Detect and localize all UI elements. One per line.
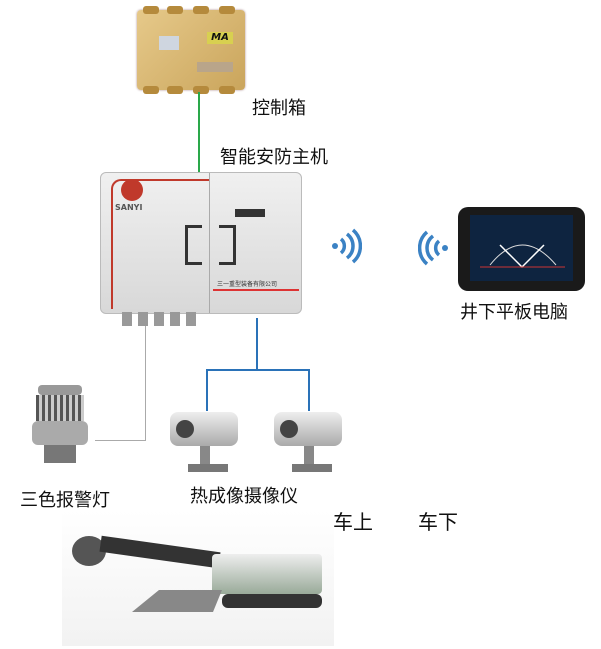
tablet-label: 井下平板电脑: [460, 302, 568, 323]
wifi-receive-icon: [418, 230, 448, 266]
alarm-lamp-label: 三色报警灯: [20, 490, 110, 511]
company-name: 三一重型装备有限公司: [217, 281, 278, 288]
ma-mark: MA: [207, 32, 233, 44]
host-label: 智能安防主机: [220, 147, 328, 168]
tablet-image: [458, 207, 585, 291]
control-box-label: 控制箱: [252, 98, 306, 119]
lamp-connector: [145, 326, 146, 440]
wifi-signal-icon: [332, 228, 362, 264]
camera-label: 热成像摄像仪: [190, 486, 298, 507]
roadheader-machine-image: [62, 510, 334, 646]
on-vehicle-label: 车上: [333, 510, 373, 534]
security-host-image: SANYI 三一重型装备有限公司: [100, 172, 302, 314]
thermal-camera-image-2: [274, 410, 344, 474]
green-connector: [198, 92, 200, 174]
off-vehicle-label: 车下: [418, 510, 458, 534]
alarm-lamp-image: [24, 385, 96, 465]
control-box-image: MA: [137, 6, 245, 94]
camera-connector: [256, 318, 258, 370]
brand-logo: SANYI: [115, 203, 143, 212]
thermal-camera-image-1: [170, 410, 240, 474]
